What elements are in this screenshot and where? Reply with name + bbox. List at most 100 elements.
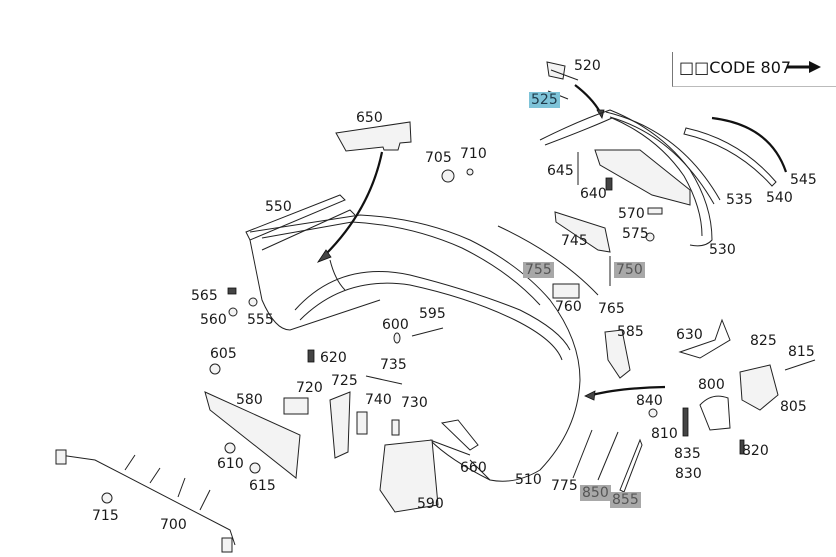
part-label-610[interactable]: 610 (217, 456, 244, 472)
part-label-840[interactable]: 840 (636, 393, 663, 409)
part-drawing-720 (283, 397, 309, 415)
part-drawing-595 (411, 327, 444, 337)
part-drawing-745 (554, 211, 611, 253)
part-label-570[interactable]: 570 (618, 206, 645, 222)
part-drawing-705 (441, 169, 455, 183)
part-drawing-775 (572, 429, 593, 479)
part-drawing-570 (647, 207, 663, 215)
part-label-510[interactable]: 510 (515, 472, 542, 488)
part-drawing-810 (682, 407, 689, 437)
part-label-745[interactable]: 745 (561, 233, 588, 249)
part-label-560[interactable]: 560 (200, 312, 227, 328)
part-drawing-585 (604, 329, 631, 379)
part-label-775[interactable]: 775 (551, 478, 578, 494)
part-label-835[interactable]: 835 (674, 446, 701, 462)
part-label-585[interactable]: 585 (617, 324, 644, 340)
part-label-850[interactable]: 850 (580, 485, 611, 501)
part-drawing-815 (784, 359, 816, 371)
part-label-715[interactable]: 715 (92, 508, 119, 524)
part-label-735[interactable]: 735 (380, 357, 407, 373)
part-label-525[interactable]: 525 (529, 92, 560, 108)
part-label-710[interactable]: 710 (460, 146, 487, 162)
part-drawing-660 (440, 419, 479, 451)
part-drawing-555 (248, 297, 258, 307)
part-label-705[interactable]: 705 (425, 150, 452, 166)
part-drawing-700-branches (124, 454, 211, 511)
part-drawing-650 (335, 121, 412, 152)
arrowhead-right-assembly (584, 390, 596, 401)
part-drawing-535 (605, 111, 721, 201)
part-label-810[interactable]: 810 (651, 426, 678, 442)
part-label-555[interactable]: 555 (247, 312, 274, 328)
part-drawing-820 (739, 439, 745, 455)
part-label-825[interactable]: 825 (750, 333, 777, 349)
part-drawing-545 (711, 116, 788, 173)
part-label-530[interactable]: 530 (709, 242, 736, 258)
part-drawing-620 (307, 349, 315, 363)
part-drawing-840 (648, 408, 658, 418)
part-label-700[interactable]: 700 (160, 517, 187, 533)
part-label-630[interactable]: 630 (676, 327, 703, 343)
part-label-645[interactable]: 645 (547, 163, 574, 179)
part-label-730[interactable]: 730 (401, 395, 428, 411)
code-note-box: □□CODE 807 (672, 52, 836, 87)
part-label-725[interactable]: 725 (331, 373, 358, 389)
part-label-550[interactable]: 550 (265, 199, 292, 215)
part-label-805[interactable]: 805 (780, 399, 807, 415)
part-label-650[interactable]: 650 (356, 110, 383, 126)
part-label-620[interactable]: 620 (320, 350, 347, 366)
part-label-820[interactable]: 820 (742, 443, 769, 459)
part-label-830[interactable]: 830 (675, 466, 702, 482)
part-label-540[interactable]: 540 (766, 190, 793, 206)
part-label-755[interactable]: 755 (523, 262, 554, 278)
part-label-815[interactable]: 815 (788, 344, 815, 360)
part-drawing-715 (101, 492, 113, 504)
part-drawing-735 (365, 375, 403, 385)
part-drawing-765 (497, 225, 599, 296)
arrowhead-650 (316, 249, 332, 263)
part-drawing-850 (597, 431, 619, 481)
part-drawing-725 (329, 391, 351, 459)
part-drawing-605 (209, 363, 221, 375)
part-label-565[interactable]: 565 (191, 288, 218, 304)
part-drawing-600 (393, 332, 401, 344)
part-label-800[interactable]: 800 (698, 377, 725, 393)
part-label-765[interactable]: 765 (598, 301, 625, 317)
part-drawing-855 (619, 438, 643, 493)
arrow-right-assembly (591, 385, 666, 397)
part-label-590[interactable]: 590 (417, 496, 444, 512)
part-label-750[interactable]: 750 (614, 262, 645, 278)
part-label-615[interactable]: 615 (249, 478, 276, 494)
part-drawing-590 (379, 439, 439, 513)
part-drawing-800 (699, 395, 731, 431)
part-label-640[interactable]: 640 (580, 186, 607, 202)
part-drawing-630 (678, 318, 731, 359)
part-drawing-700-connector-a (55, 449, 67, 465)
part-label-600[interactable]: 600 (382, 317, 409, 333)
part-drawing-740 (356, 411, 368, 435)
part-label-605[interactable]: 605 (210, 346, 237, 362)
part-label-580[interactable]: 580 (236, 392, 263, 408)
part-drawing-575 (645, 232, 655, 242)
part-label-740[interactable]: 740 (365, 392, 392, 408)
part-label-660[interactable]: 660 (460, 460, 487, 476)
part-drawing-730 (391, 419, 400, 436)
part-label-535[interactable]: 535 (726, 192, 753, 208)
part-drawing-560 (228, 307, 238, 317)
part-label-855[interactable]: 855 (610, 492, 641, 508)
part-drawing-580 (204, 391, 301, 479)
part-drawing-510 (249, 214, 581, 482)
part-drawing-700 (59, 454, 236, 546)
part-label-760[interactable]: 760 (555, 299, 582, 315)
part-drawing-535b (609, 116, 715, 205)
part-label-520[interactable]: 520 (574, 58, 601, 74)
part-label-720[interactable]: 720 (296, 380, 323, 396)
part-drawing-610 (224, 442, 236, 454)
part-label-595[interactable]: 595 (419, 306, 446, 322)
part-drawing-615 (249, 462, 261, 474)
part-label-545[interactable]: 545 (790, 172, 817, 188)
part-drawing-550 (245, 194, 356, 251)
part-label-575[interactable]: 575 (622, 226, 649, 242)
